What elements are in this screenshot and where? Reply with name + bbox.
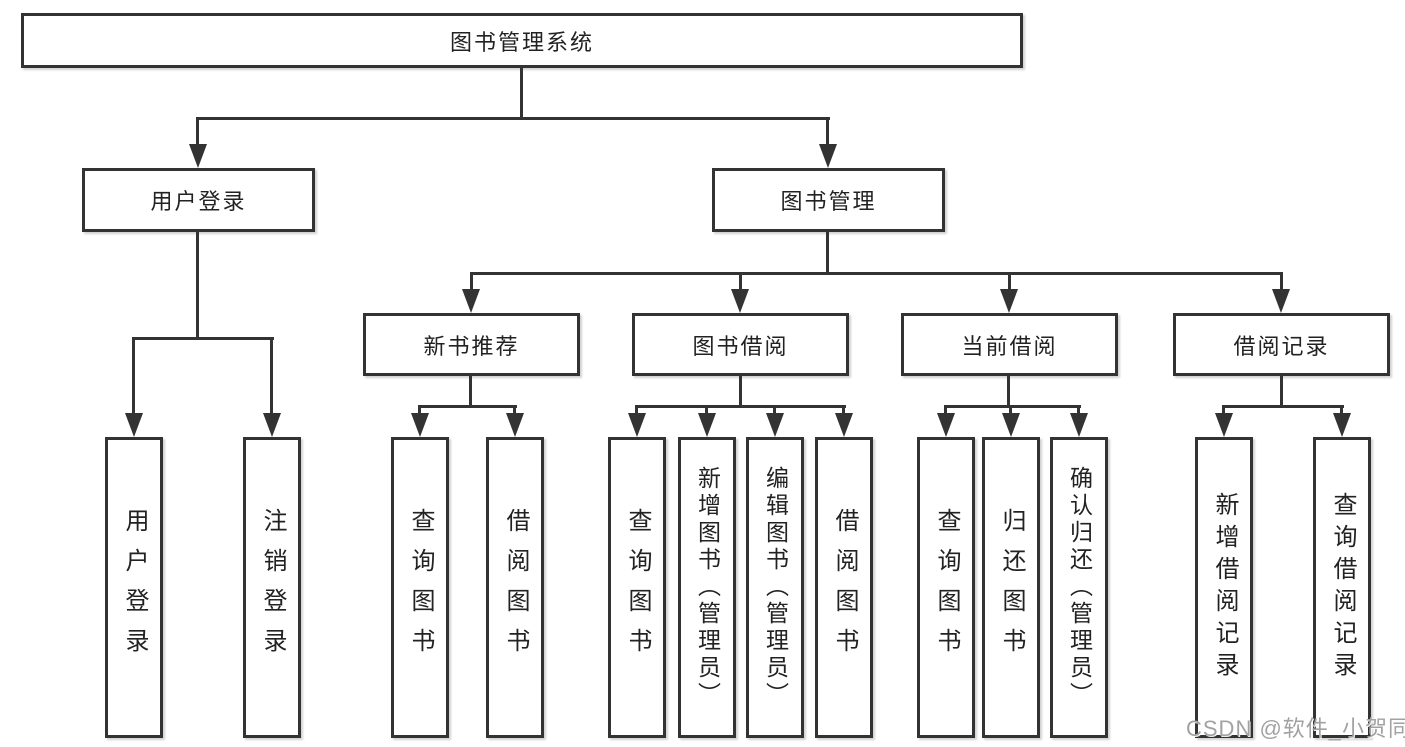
arrow-c2 (698, 413, 716, 437)
connector-stem-e1 (1222, 405, 1225, 419)
connector-userlogin-hbar (132, 337, 274, 340)
leaf-query-books-borrow: 查询图书 (608, 437, 666, 738)
arrow-book-borrow (731, 289, 749, 313)
arrow-leaf-login (125, 413, 143, 437)
arrow-current-borrow (1000, 289, 1018, 313)
connector-borrowrecord-hbar (1222, 405, 1344, 408)
node-book-borrowing-label: 图书借阅 (692, 333, 789, 359)
connector-root-hbar (196, 117, 830, 120)
csdn-watermark: CSDN @软件_小贺同学 (1186, 716, 1405, 741)
leaf-confirm-return-admin-label: 确认归还（管理员） (1066, 466, 1093, 709)
connector-currentborrow-hbar (944, 405, 1081, 408)
node-current-borrowing-label: 当前借阅 (961, 333, 1058, 359)
leaf-borrow-books-newrec-label: 借阅图书 (502, 507, 529, 668)
leaf-query-books-newrec-label: 查询图书 (407, 507, 434, 668)
node-new-book-recommend-label: 新书推荐 (423, 333, 520, 359)
arrow-b2 (506, 413, 524, 437)
arrow-d3 (1070, 413, 1088, 437)
connector-stem-e2 (1340, 405, 1343, 419)
arrow-c1 (628, 413, 646, 437)
leaf-query-books-current-label: 查询图书 (933, 507, 960, 668)
arrow-d1 (937, 413, 955, 437)
node-book-management: 图书管理 (712, 168, 945, 232)
leaf-borrow-books-borrow: 借阅图书 (815, 437, 873, 738)
leaf-return-books: 归还图书 (982, 437, 1040, 738)
connector-stem-b1 (418, 405, 421, 419)
leaf-query-books-newrec: 查询图书 (391, 437, 449, 738)
leaf-confirm-return-admin: 确认归还（管理员） (1050, 437, 1108, 738)
leaf-edit-book-admin-label: 编辑图书（管理员） (762, 466, 789, 709)
connector-stem-current-borrow (1008, 272, 1011, 292)
connector-stem-borrow-record (1280, 272, 1283, 292)
leaf-borrow-books-borrow-label: 借阅图书 (831, 507, 858, 668)
arrow-c4 (835, 413, 853, 437)
arrow-borrow-record (1272, 289, 1290, 313)
connector-userlogin-drop (196, 232, 199, 340)
leaf-add-borrow-record-label: 新增借阅记录 (1211, 491, 1238, 684)
leaf-query-books-current: 查询图书 (917, 437, 975, 738)
leaf-edit-book-admin: 编辑图书（管理员） (746, 437, 804, 738)
arrow-e1 (1215, 413, 1233, 437)
connector-currentborrow-drop (1007, 376, 1010, 407)
arrow-book-mgmt (819, 144, 837, 168)
connector-stem-user-login (196, 117, 199, 149)
connector-borrowrecord-drop (1280, 376, 1283, 407)
connector-newrec-drop (469, 376, 472, 407)
connector-stem-d1 (944, 405, 947, 419)
arrow-b1 (411, 413, 429, 437)
node-root-label: 图书管理系统 (449, 29, 594, 55)
connector-stem-d3 (1077, 405, 1080, 419)
connector-bookmgmt-hbar (470, 272, 1283, 275)
leaf-query-books-borrow-label: 查询图书 (624, 507, 651, 668)
node-borrowing-records: 借阅记录 (1173, 313, 1390, 376)
leaf-return-books-label: 归还图书 (998, 507, 1025, 668)
leaf-add-borrow-record: 新增借阅记录 (1195, 437, 1253, 738)
connector-stem-b2 (513, 405, 516, 419)
node-book-management-label: 图书管理 (780, 189, 877, 214)
connector-stem-book-borrow (739, 272, 742, 292)
connector-stem-new-rec (470, 272, 473, 292)
node-user-login-label: 用户登录 (150, 189, 247, 214)
leaf-user-login: 用户登录 (105, 437, 163, 738)
connector-stem-c4 (842, 405, 845, 419)
connector-stem-c2 (705, 405, 708, 419)
leaf-query-borrow-record-label: 查询借阅记录 (1329, 491, 1356, 684)
connector-stem-c1 (635, 405, 638, 419)
node-new-book-recommend: 新书推荐 (363, 313, 580, 376)
leaf-query-borrow-record: 查询借阅记录 (1313, 437, 1371, 738)
connector-stem-leaf-login (132, 337, 135, 417)
leaf-add-book-admin: 新增图书（管理员） (678, 437, 736, 738)
leaf-logout-label: 注销登录 (259, 507, 286, 668)
connector-bookborrow-hbar (635, 405, 846, 408)
arrow-d2 (1002, 413, 1020, 437)
connector-bookmgmt-drop (826, 232, 829, 275)
arrow-new-rec (462, 289, 480, 313)
leaf-user-login-label: 用户登录 (121, 507, 148, 668)
connector-stem-d2 (1009, 405, 1012, 419)
leaf-add-book-admin-label: 新增图书（管理员） (694, 466, 721, 709)
connector-stem-leaf-logout (270, 337, 273, 417)
arrow-leaf-logout (263, 413, 281, 437)
arrow-e2 (1333, 413, 1351, 437)
node-book-borrowing: 图书借阅 (632, 313, 849, 376)
node-borrowing-records-label: 借阅记录 (1233, 333, 1330, 359)
connector-bookborrow-drop (739, 376, 742, 407)
connector-newrec-hbar (418, 405, 517, 408)
arrow-user-login (189, 144, 207, 168)
node-user-login: 用户登录 (82, 168, 315, 232)
connector-root-drop (520, 68, 523, 119)
connector-stem-c3 (773, 405, 776, 419)
node-current-borrowing: 当前借阅 (901, 313, 1118, 376)
leaf-logout: 注销登录 (243, 437, 301, 738)
leaf-borrow-books-newrec: 借阅图书 (486, 437, 544, 738)
connector-stem-book-mgmt (826, 117, 829, 149)
node-root: 图书管理系统 (21, 13, 1023, 68)
arrow-c3 (766, 413, 784, 437)
